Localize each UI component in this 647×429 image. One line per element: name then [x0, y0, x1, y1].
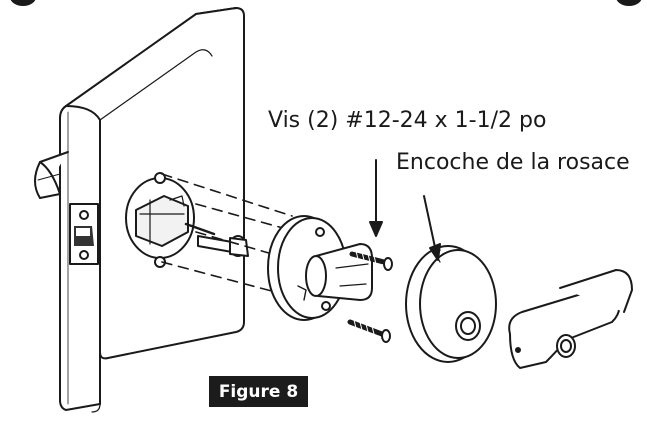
screws-label: Vis (2) #12-24 x 1-1/2 po: [268, 108, 547, 133]
mounting-screw-bottom: [347, 319, 391, 343]
rose-notch-label: Encoche de la rosace: [396, 150, 630, 175]
mounting-screw-top: [349, 250, 393, 271]
callout-arrows: [369, 159, 441, 261]
inside-lever: [34, 151, 69, 199]
door-bore-chassis: [125, 172, 195, 268]
lever-handle: [508, 269, 633, 369]
mounting-plate: [267, 215, 373, 321]
latch-faceplate: [69, 203, 99, 265]
figure-caption-badge: Figure 8: [209, 376, 308, 407]
spindle-assembly: [184, 222, 249, 257]
cropped-text-fragment: [0, 0, 647, 10]
outside-rose: [405, 245, 497, 363]
